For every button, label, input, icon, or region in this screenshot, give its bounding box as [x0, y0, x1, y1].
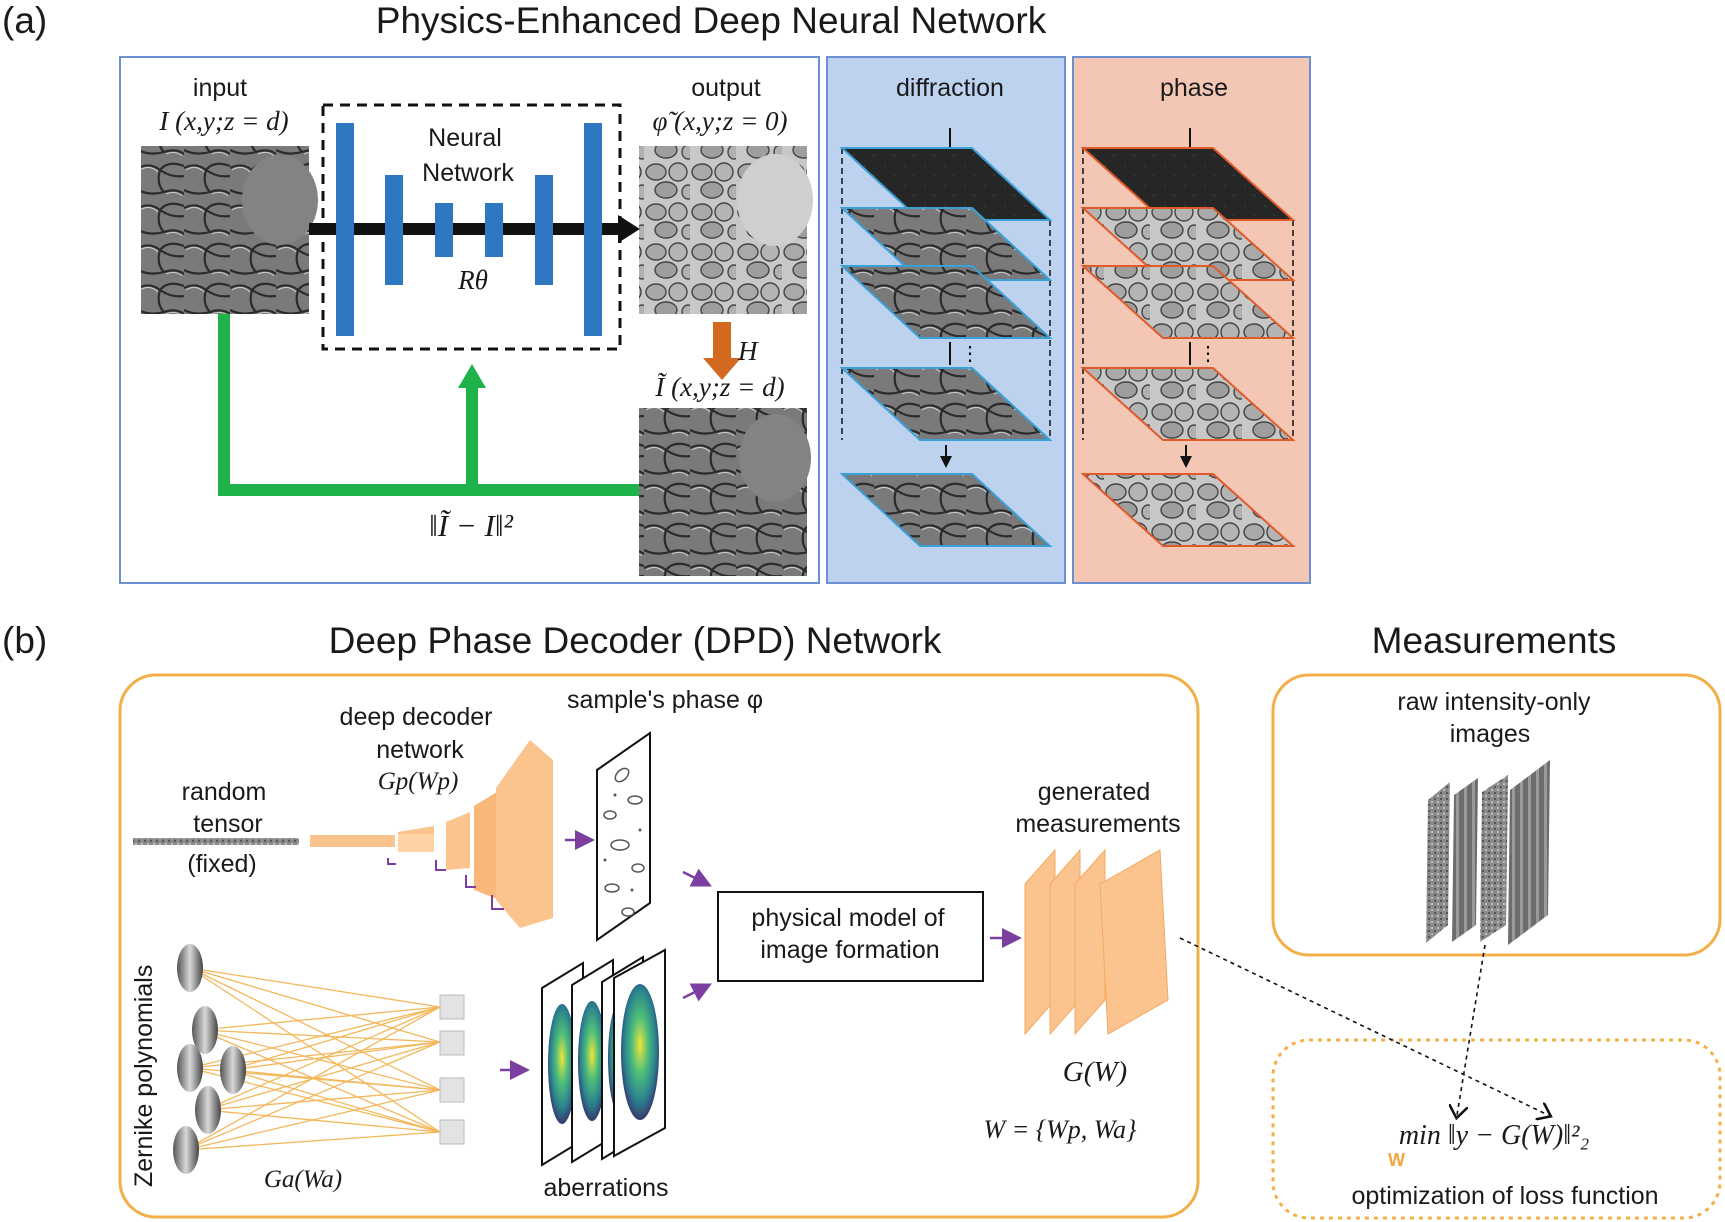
diffraction-label: diffraction: [896, 74, 1004, 102]
zernike-network: [173, 944, 465, 1174]
deep-decoder-2: network: [376, 736, 464, 764]
nn-layer: [435, 203, 453, 257]
diffraction-stack: ⋮: [839, 128, 1053, 547]
ga: Ga(Wa): [263, 1166, 343, 1193]
raw-images: [1426, 760, 1550, 945]
nn-layer: [535, 175, 553, 285]
nn-label-1: Neural: [428, 124, 502, 152]
output-label: output: [691, 74, 761, 102]
feedback-loop: [218, 314, 639, 496]
generated-2: measurements: [1015, 810, 1181, 838]
random-tensor-3: (fixed): [187, 850, 257, 878]
zernike-label: Zernike polynomials: [130, 964, 158, 1187]
measurements-title: Measurements: [1371, 620, 1617, 661]
raw-2: images: [1449, 720, 1531, 748]
deep-decoder-1: deep decoder: [339, 703, 493, 731]
generated-measurements: [1024, 848, 1169, 1036]
min-expr: min ‖y − G(W)‖²₂: [1398, 1120, 1590, 1151]
decoder-blocks: [310, 740, 553, 928]
h-label: H: [738, 336, 758, 366]
output-expr: φ̃ (x,y;z = 0): [652, 106, 788, 136]
generated-1: generated: [1037, 778, 1151, 806]
physical-model-box: [717, 891, 984, 982]
aberration-sheets: [541, 948, 666, 1167]
aberrations-label: aberrations: [543, 1174, 669, 1202]
phase-sheet: [596, 731, 651, 942]
panel-b-letter: (b): [2, 620, 48, 661]
input-expr: I (x,y;z = d): [159, 106, 289, 136]
nn-layer: [385, 175, 403, 285]
phase-label: phase: [1159, 74, 1229, 102]
random-tensor-2: tensor: [193, 810, 263, 838]
optimization-label: optimization of loss function: [1351, 1182, 1659, 1210]
dotted-arrow-gen: [1179, 937, 1548, 1115]
svg-text:⋮: ⋮: [960, 343, 980, 365]
main-arrow-head: [618, 215, 640, 243]
raw-1: raw intensity-only: [1397, 688, 1591, 716]
phase-stack: ⋮: [1080, 128, 1296, 547]
nn-layer: [336, 123, 354, 336]
nn-label-2: Network: [422, 159, 514, 187]
panel-a-letter: (a): [2, 0, 48, 41]
w-def: W = {Wp, Wa}: [983, 1115, 1137, 1144]
random-tensor-1: random: [181, 778, 267, 806]
nn-layer: [584, 123, 602, 336]
physical-model-2: image formation: [760, 936, 940, 964]
measurements-box: [1271, 673, 1722, 957]
g-w: G(W): [1062, 1056, 1128, 1088]
dotted-arrow-raw: [1457, 944, 1486, 1115]
physical-model-1: physical model of: [751, 904, 945, 932]
nn-layer: [485, 203, 503, 257]
random-tensor-bar: [133, 838, 299, 845]
input-label: input: [192, 74, 248, 102]
panel-a-title: Physics-Enhanced Deep Neural Network: [375, 0, 1047, 41]
min-subscript: W: [1388, 1150, 1405, 1170]
recon-expr: Ĩ (x,y;z = d): [655, 372, 785, 402]
panel-b-title: Deep Phase Decoder (DPD) Network: [328, 620, 942, 661]
feedback-arrow-head: [458, 364, 486, 388]
r-theta: Rθ: [458, 265, 488, 295]
h-arrow-head: [703, 358, 741, 380]
loss-expr: ‖Ĩ − I‖²: [429, 508, 513, 543]
samples-phase: sample's phase φ: [566, 686, 764, 714]
svg-text:⋮: ⋮: [1198, 343, 1218, 365]
nn-layers: [336, 123, 602, 336]
gp: Gp(Wp): [377, 768, 459, 795]
